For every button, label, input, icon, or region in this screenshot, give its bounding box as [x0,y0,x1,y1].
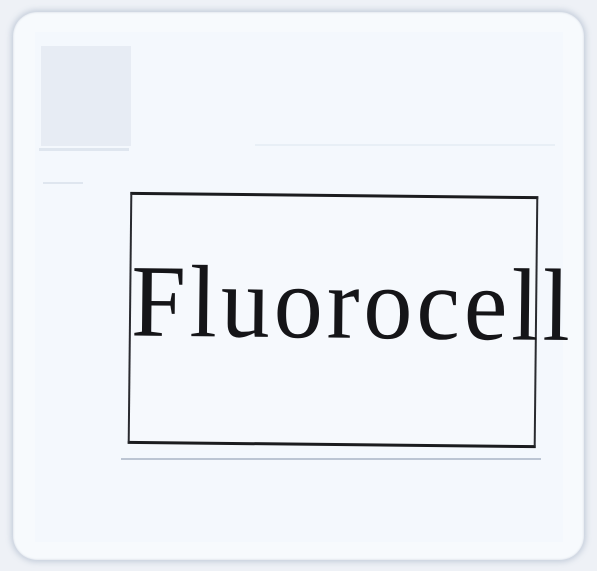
label-frame: Fluorocell [127,191,575,449]
faint-line [43,182,83,184]
scanned-document: Fluorocell [35,32,575,542]
faint-line [255,144,555,146]
faint-underline [121,458,541,460]
image-card: Fluorocell [13,12,584,560]
faint-bleed-through [41,46,131,146]
label-text: Fluorocell [130,245,575,364]
faint-line [39,148,129,151]
